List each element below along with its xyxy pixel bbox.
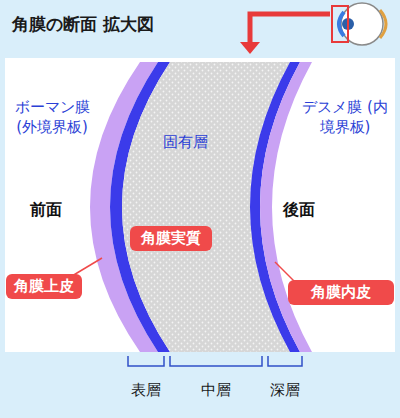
membrane-label: ボーマン膜 (外境界板) <box>6 98 98 137</box>
callout-box: 角膜上皮 <box>6 274 82 299</box>
depth-label: 深層 <box>270 381 300 400</box>
zoom-arrow <box>250 14 330 44</box>
layer-brackets <box>128 356 302 366</box>
callout-box: 角膜内皮 <box>288 280 394 305</box>
callout-box: 角膜実質 <box>130 226 212 251</box>
surface-label: 後面 <box>283 200 315 221</box>
bracket <box>268 356 302 366</box>
depth-label: 表層 <box>131 381 161 400</box>
layer-name: 固有層 <box>163 133 208 153</box>
zoom-frame <box>332 6 348 42</box>
surface-label: 前面 <box>30 200 62 221</box>
depth-label: 中層 <box>201 381 231 400</box>
callout-text: 角膜実質 <box>130 229 212 248</box>
callout-text: 角膜内皮 <box>288 283 394 302</box>
panel <box>5 58 395 352</box>
membrane-label: デスメ膜 (内境界板) <box>298 98 392 137</box>
diagram-title: 角膜の断面 拡大図 <box>12 13 154 36</box>
eye-icon <box>240 3 386 54</box>
bracket <box>170 356 262 366</box>
arrow-head <box>240 42 260 54</box>
optic-nerve <box>380 10 386 38</box>
callout-text: 角膜上皮 <box>6 277 82 296</box>
bracket <box>128 356 164 366</box>
